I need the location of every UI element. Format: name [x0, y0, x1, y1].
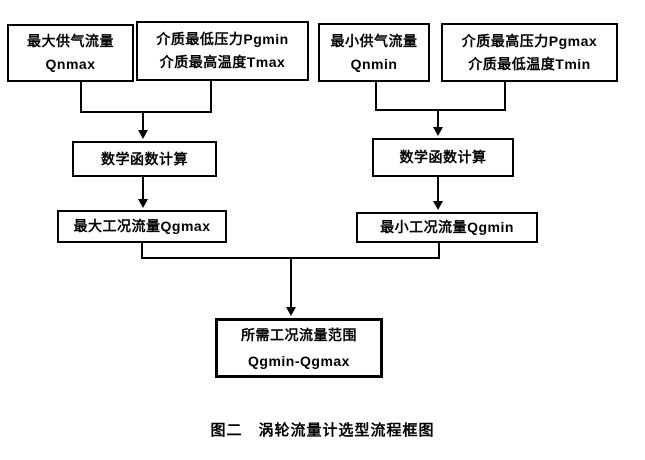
node-max-pressure-min-temp: 介质最高压力Pgmax 介质最低温度Tmin [441, 23, 618, 82]
node-max-working-flow: 最大工况流量Qgmax [57, 210, 227, 243]
arrowhead-down [286, 307, 296, 316]
node-max-working-flow-label: 最大工况流量Qgmax [73, 218, 211, 234]
node-required-flow-range: 所需工况流量范围 Qgmin-Qgmax [215, 318, 383, 378]
node-max-supply-flow: 最大供气流量 Qnmax [7, 24, 134, 82]
node-max-pressure-line: 介质最高压力Pgmax [461, 32, 598, 49]
node-min-supply-flow-line1: 最小供气流量 [330, 32, 418, 49]
connector-line [80, 111, 212, 113]
node-math-calc-right-label: 数学函数计算 [399, 149, 487, 165]
figure-caption: 图二 涡轮流量计选型流程框图 [210, 422, 435, 439]
connector-line [142, 176, 144, 202]
node-max-supply-flow-line1: 最大供气流量 [27, 33, 114, 49]
node-min-working-flow-label: 最小工况流量Qgmin [380, 219, 514, 235]
node-min-working-flow: 最小工况流量Qgmin [356, 212, 538, 243]
node-math-calc-left: 数学函数计算 [72, 141, 217, 177]
node-required-flow-range-line1: 所需工况流量范围 [241, 327, 357, 343]
arrowhead-down [433, 127, 443, 136]
connector-line [141, 242, 143, 259]
connector-line [375, 109, 506, 111]
node-max-temp-line: 介质最高温度Tmax [159, 54, 286, 70]
connector-line [210, 80, 212, 113]
connector-line [142, 111, 144, 132]
node-math-calc-right: 数学函数计算 [372, 138, 514, 177]
node-min-temp-line: 介质最低温度Tmin [468, 55, 591, 72]
connector-line [437, 176, 439, 202]
node-required-flow-range-line2: Qgmin-Qgmax [248, 353, 350, 369]
connector-line [375, 81, 377, 111]
arrowhead-down [138, 130, 148, 139]
node-min-supply-flow-line2: Qnmin [350, 55, 398, 72]
arrowhead-down [433, 201, 443, 210]
node-math-calc-left-label: 数学函数计算 [101, 150, 188, 167]
connector-line [504, 81, 506, 111]
arrowhead-down [138, 199, 148, 208]
connector-line [290, 257, 292, 309]
node-min-pressure-line: 介质最低压力Pgmin [156, 31, 289, 47]
connector-line [438, 242, 440, 259]
node-min-supply-flow: 最小供气流量 Qnmin [318, 23, 430, 82]
node-min-pressure-max-temp: 介质最低压力Pgmin 介质最高温度Tmax [136, 21, 309, 81]
connector-line [437, 109, 439, 128]
connector-line [80, 80, 82, 113]
node-max-supply-flow-line2: Qnmax [45, 56, 96, 72]
